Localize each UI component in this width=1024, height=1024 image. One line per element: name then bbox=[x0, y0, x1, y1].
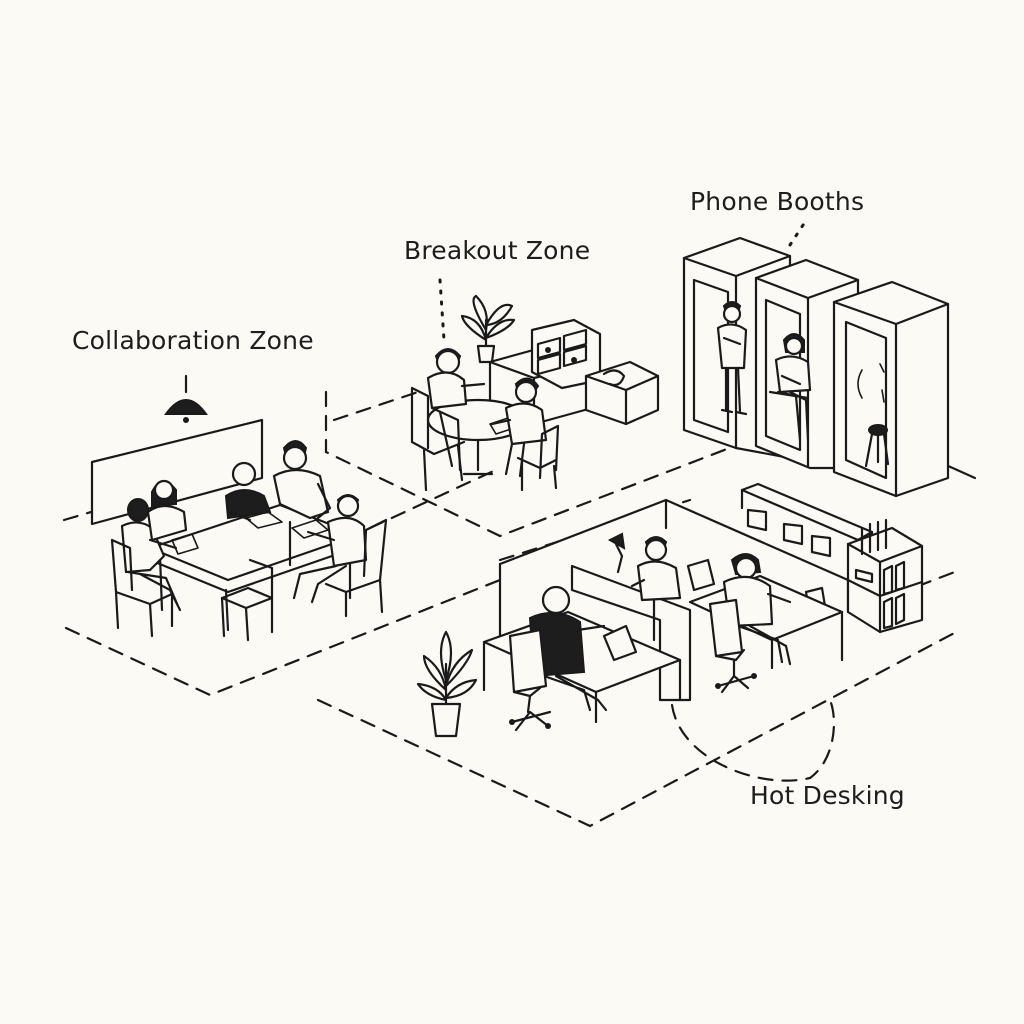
zone-label-breakout: Breakout Zone bbox=[404, 236, 591, 265]
desk-lamp-icon bbox=[607, 532, 626, 574]
potted-plant-icon bbox=[460, 294, 516, 364]
person bbox=[292, 494, 368, 604]
person bbox=[528, 585, 608, 712]
breakout-zone bbox=[410, 294, 660, 492]
person bbox=[630, 536, 682, 602]
person bbox=[490, 377, 548, 478]
potted-plant-icon bbox=[416, 630, 478, 738]
phone-booth bbox=[832, 280, 950, 498]
bookshelf-icon bbox=[846, 518, 924, 634]
person bbox=[426, 348, 486, 472]
label-leaders bbox=[438, 220, 807, 342]
counter bbox=[584, 360, 660, 426]
zone-label-hot-desking: Hot Desking bbox=[750, 781, 905, 810]
person bbox=[224, 461, 272, 522]
zone-label-phone-booths: Phone Booths bbox=[690, 187, 865, 216]
zone-label-collaboration: Collaboration Zone bbox=[72, 326, 314, 355]
person bbox=[146, 479, 188, 542]
collaboration-zone bbox=[90, 374, 388, 642]
hot-desking-zone bbox=[416, 482, 924, 738]
person bbox=[272, 440, 332, 520]
phone-booths bbox=[682, 236, 950, 498]
whiteboard-screen bbox=[90, 418, 264, 526]
person bbox=[716, 301, 748, 416]
pendant-lamp-icon bbox=[164, 374, 208, 423]
person bbox=[768, 333, 812, 442]
person bbox=[722, 553, 792, 666]
